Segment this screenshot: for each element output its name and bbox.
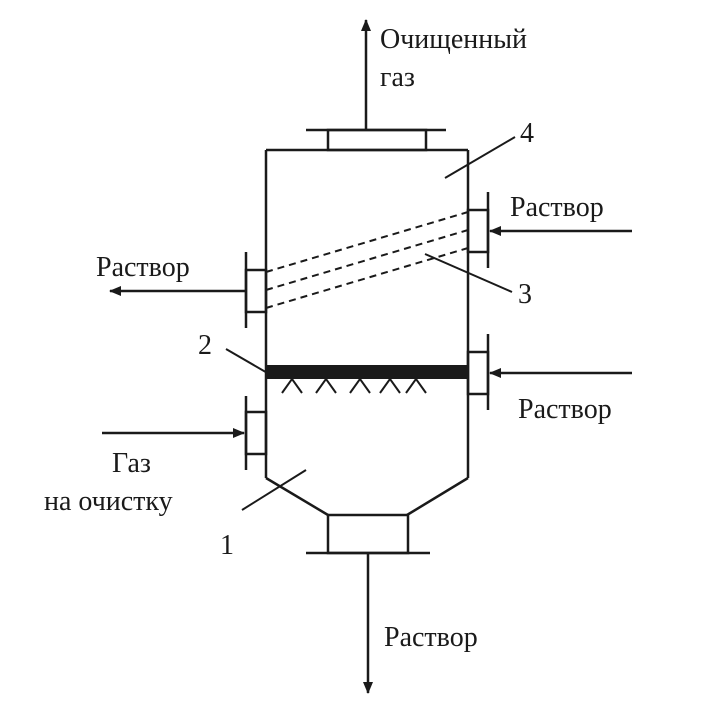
- solution-out-bottom-label: Раствор: [384, 622, 478, 653]
- callout-4: 4: [520, 118, 534, 149]
- spray-nozzles: [281, 377, 427, 394]
- spray-nozzle-5: [405, 377, 427, 394]
- right-upper-nozzle: [466, 192, 490, 268]
- leader-2: [225, 348, 277, 379]
- clean-gas-label-line2: газ: [380, 62, 415, 93]
- solution-in-mid-label: Раствор: [518, 394, 612, 425]
- solution-in-top-label: Раствор: [510, 192, 604, 223]
- left-nozzle: [244, 252, 268, 328]
- vessel-cone-left: [265, 476, 329, 517]
- vessel-body: [264, 148, 470, 517]
- leader-4: [444, 136, 516, 179]
- bottom-nozzle-body: [326, 513, 410, 555]
- dashed-pipe-1: [265, 211, 469, 273]
- right-upper-nozzle-body: [466, 208, 490, 254]
- right-middle-nozzle: [466, 334, 490, 410]
- spray-nozzle-3: [349, 377, 371, 394]
- callout-2: 2: [198, 330, 212, 361]
- bottom-nozzle: [306, 513, 430, 555]
- top-nozzle-body: [326, 128, 428, 152]
- leader-lines: [225, 136, 516, 511]
- spray-nozzle-2: [315, 377, 337, 394]
- spray-nozzle-1: [281, 377, 303, 394]
- gas-inlet-nozzle: [244, 396, 268, 470]
- spray-nozzle-4: [379, 377, 401, 394]
- leader-1: [241, 469, 307, 511]
- gas-in-label-line2: на очистку: [44, 486, 173, 517]
- distribution-plate: [266, 365, 468, 379]
- callout-3: 3: [518, 279, 532, 310]
- gas-in-label-line1: Газ: [112, 448, 151, 479]
- left-nozzle-body: [244, 268, 268, 314]
- dashed-pipe-3: [265, 247, 469, 309]
- right-middle-nozzle-body: [466, 350, 490, 396]
- solution-out-left-label: Раствор: [96, 252, 190, 283]
- top-nozzle: [306, 128, 446, 152]
- callout-1: 1: [220, 530, 234, 561]
- clean-gas-label-line1: Очищенный: [380, 24, 527, 55]
- leader-3: [424, 253, 513, 293]
- gas-inlet-nozzle-body: [244, 410, 268, 456]
- vessel-cone-right: [406, 476, 469, 517]
